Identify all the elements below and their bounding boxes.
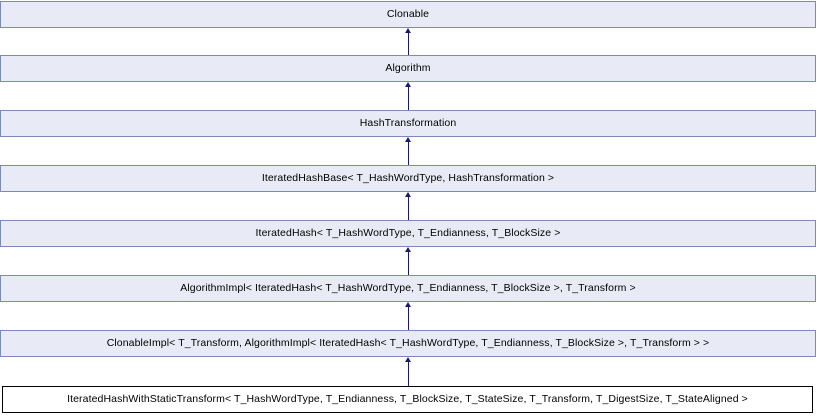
- inheritance-arrowhead-icon: [405, 82, 411, 87]
- class-node-label: Algorithm: [385, 62, 431, 74]
- inheritance-arrowhead-icon: [405, 357, 411, 362]
- class-node-label: IteratedHash< T_HashWordType, T_Endianne…: [255, 227, 561, 239]
- class-node-label: HashTransformation: [359, 117, 457, 129]
- class-node-iterated-hash[interactable]: IteratedHash< T_HashWordType, T_Endianne…: [0, 220, 816, 247]
- inheritance-arrowhead-icon: [405, 302, 411, 307]
- class-node-iterated-hash-with-static-transform: IteratedHashWithStaticTransform< T_HashW…: [2, 386, 813, 413]
- class-node-label: Clonable: [386, 8, 430, 20]
- inheritance-edge: [408, 142, 409, 165]
- class-node-label: IteratedHashWithStaticTransform< T_HashW…: [67, 393, 748, 405]
- class-node-algorithm-impl[interactable]: AlgorithmImpl< IteratedHash< T_HashWordT…: [0, 275, 816, 302]
- class-node-algorithm[interactable]: Algorithm: [0, 55, 816, 82]
- class-node-label: ClonableImpl< T_Transform, AlgorithmImpl…: [106, 337, 710, 349]
- class-node-label: IteratedHashBase< T_HashWordType, HashTr…: [261, 172, 555, 184]
- class-node-iterated-hash-base[interactable]: IteratedHashBase< T_HashWordType, HashTr…: [0, 165, 816, 192]
- inheritance-edge: [408, 197, 409, 220]
- class-node-label: AlgorithmImpl< IteratedHash< T_HashWordT…: [180, 282, 636, 294]
- class-node-clonable-impl[interactable]: ClonableImpl< T_Transform, AlgorithmImpl…: [0, 330, 816, 357]
- inheritance-edge: [408, 33, 409, 55]
- inheritance-arrowhead-icon: [405, 247, 411, 252]
- inheritance-arrowhead-icon: [405, 192, 411, 197]
- class-node-hash-transformation[interactable]: HashTransformation: [0, 110, 816, 137]
- class-node-clonable[interactable]: Clonable: [0, 1, 816, 28]
- inheritance-edge: [408, 307, 409, 330]
- inheritance-edge: [408, 362, 409, 386]
- inheritance-edge: [408, 87, 409, 110]
- inheritance-edge: [408, 252, 409, 275]
- inheritance-arrowhead-icon: [405, 137, 411, 142]
- inheritance-arrowhead-icon: [405, 28, 411, 33]
